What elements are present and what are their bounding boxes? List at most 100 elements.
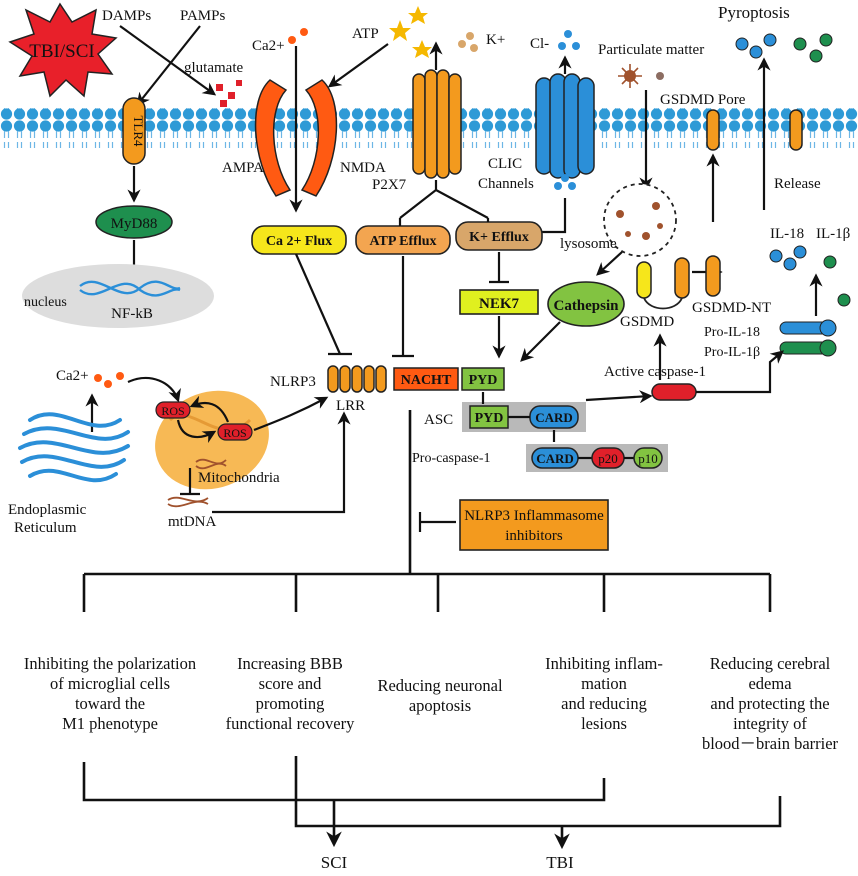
nek7-box	[459, 289, 539, 315]
ros-node-1	[155, 401, 191, 419]
pamps-label: PAMPs	[180, 8, 225, 24]
p20-label: p20	[598, 451, 618, 466]
nmda-label: NMDA	[340, 160, 386, 176]
nfkb-label: NF-kB	[111, 306, 153, 322]
active-casp1-shape	[651, 383, 697, 401]
pyroptosis-label: Pyroptosis	[718, 3, 790, 22]
myd88-node	[95, 205, 173, 239]
tlr4-label: TLR4	[131, 115, 146, 147]
release-label: Release	[774, 176, 821, 192]
nmda-receptor	[300, 79, 338, 197]
lrr-label: LRR	[336, 398, 365, 414]
er-icon	[18, 412, 130, 483]
pyroptosis-release-icon	[735, 33, 833, 63]
ca-ion-icon	[288, 36, 296, 44]
outcome-inflammation: Inhibiting inflam- mation and reducing l…	[545, 654, 663, 733]
ampa-label: AMPA	[222, 160, 264, 176]
procasp1-label: Pro-caspase-1	[412, 451, 491, 466]
pro-il18-label: Pro-IL-18	[704, 325, 760, 340]
cathepsin-label: Cathepsin	[553, 298, 619, 314]
cathepsin-node	[547, 281, 625, 327]
pyd-box	[461, 367, 505, 391]
nacht-label: NACHT	[401, 373, 452, 388]
cl-ion-label: Cl-	[530, 36, 549, 52]
ros2-label: ROS	[223, 426, 246, 440]
active-casp1-label: Active caspase-1	[604, 364, 706, 380]
atp-efflux-label: ATP Efflux	[369, 234, 436, 249]
lysosome-shape	[603, 183, 677, 257]
atp-ion-label: ATP	[352, 26, 379, 42]
pro-il1b-label: Pro-IL-1β	[704, 345, 760, 360]
asc-label: ASC	[424, 412, 453, 428]
injury-burst-icon	[8, 2, 118, 98]
outcome-edema: Reducing cerebral edema and protecting t…	[701, 654, 839, 753]
card-label: CARD	[535, 410, 573, 425]
er-ca-icon	[94, 372, 124, 388]
glutamate-icon	[216, 80, 242, 107]
nlrp3-label: NLRP3	[270, 374, 316, 390]
myd88-label: MyD88	[111, 216, 158, 232]
outcome-apoptosis: Reducing neuronal apoptosis	[377, 676, 503, 715]
dna-helix-icon	[79, 280, 181, 297]
nek7-label: NEK7	[479, 296, 520, 312]
gsdmd-pore-left	[706, 109, 720, 151]
ros1-label: ROS	[161, 404, 184, 418]
p10-box	[633, 447, 663, 469]
pro-il-icon	[779, 319, 837, 357]
target-sci: SCI	[321, 853, 348, 872]
gsdmd-nt-label: GSDMD-NT	[692, 300, 771, 316]
ampa-receptor	[254, 79, 292, 197]
inhibitors-line1: NLRP3 Inflammasome	[464, 508, 604, 524]
k-ion-icon	[458, 32, 478, 52]
target-tbi: TBI	[546, 853, 574, 872]
k-efflux-box	[455, 221, 543, 251]
particulate-label: Particulate matter	[598, 42, 704, 58]
nacht-box	[393, 367, 459, 391]
damps-label: DAMPs	[102, 8, 151, 24]
il18-label: IL-18	[770, 226, 804, 242]
glutamate-label: glutamate	[184, 60, 243, 76]
tlr4-receptor: TLR4	[122, 97, 146, 165]
mtdna-icon	[167, 496, 209, 508]
ca-flux-box	[251, 225, 347, 255]
ros-node-2	[217, 423, 253, 441]
card2-label: CARD	[536, 451, 574, 466]
nucleus-shape	[22, 264, 214, 328]
gsdmd-pore-label: GSDMD Pore	[660, 92, 746, 108]
gsdmd-nt-protein	[705, 255, 721, 297]
lysosome-particles	[616, 202, 663, 240]
injury-label: TBI/SCI	[29, 41, 94, 62]
mitochondria-label: Mitochondria	[198, 470, 280, 486]
ca-flux-label: Ca 2+ Flux	[266, 234, 332, 249]
gsdmd-protein	[636, 257, 690, 310]
inhibitors-line2: inhibitors	[505, 528, 563, 544]
atp-efflux-box	[355, 225, 451, 255]
particulate-icon	[618, 64, 664, 88]
cl-ion-icon	[558, 30, 580, 50]
lrr-domain	[327, 365, 387, 393]
nucleus-label: nucleus	[24, 295, 67, 310]
p2x7-label: P2X7	[372, 177, 407, 193]
k-ion-label: K+	[486, 32, 505, 48]
clic-channel	[535, 73, 595, 179]
gsdmd-label: GSDMD	[620, 314, 674, 330]
cytokine-icon	[769, 245, 851, 307]
channels-label: Channels	[478, 176, 534, 192]
pyd-label: PYD	[469, 373, 498, 388]
asc-pyd-label: PYD	[475, 411, 504, 426]
gsdmd-pore-right	[789, 109, 803, 151]
lysosome-label: lysosome	[560, 236, 617, 252]
er-ca-label: Ca2+	[56, 368, 89, 384]
p2x7-channel	[412, 69, 462, 179]
mito-dna-icon	[195, 458, 227, 470]
er-line2: Reticulum	[14, 520, 77, 536]
er-line1: Endoplasmic	[8, 502, 87, 518]
atp-star-icon	[389, 6, 432, 58]
outcome-microglia: Inhibiting the polarization of microglia…	[23, 654, 197, 733]
mtdna-label: mtDNA	[168, 514, 217, 530]
clic-label: CLIC	[488, 156, 522, 172]
inhibitors-box	[459, 499, 609, 551]
p10-label: p10	[638, 451, 658, 466]
k-efflux-label: K+ Efflux	[469, 230, 529, 245]
